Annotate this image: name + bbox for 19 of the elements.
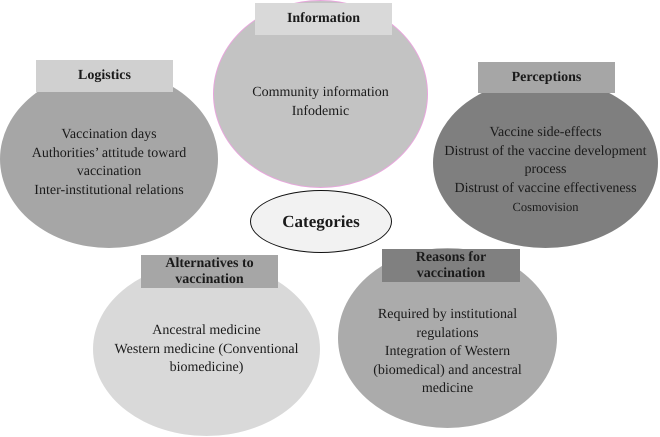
category-heading: Logistics — [36, 60, 173, 92]
category-item: Inter-institutional relations — [34, 182, 184, 200]
category-heading: Alternatives to vaccination — [141, 255, 278, 288]
category-item: Vaccination days — [61, 126, 157, 144]
category-item: Distrust of the vaccine development process — [443, 142, 648, 179]
category-item: Western medicine (Conventional biomedicine) — [114, 340, 300, 377]
category-item: Integration of Western (biomedical) and ancestral medicine — [372, 343, 523, 398]
category-item: Distrust of vaccine effectiveness — [454, 180, 637, 198]
category-item: Infodemic — [292, 102, 350, 120]
category-heading: Information — [255, 3, 392, 35]
category-item: Vaccine side-effects — [489, 124, 602, 142]
category-item: Ancestral medicine — [152, 322, 261, 340]
center-ellipse-label: Categories — [250, 190, 392, 253]
category-item: Cosmovision — [512, 199, 578, 216]
category-item: Required by institutional regulations — [376, 306, 518, 342]
category-item: Authorities’ attitude toward vaccination — [30, 144, 188, 181]
category-item: Community information — [252, 84, 389, 102]
category-heading: Perceptions — [478, 62, 615, 93]
category-heading: Reasons for vaccination — [382, 249, 520, 282]
